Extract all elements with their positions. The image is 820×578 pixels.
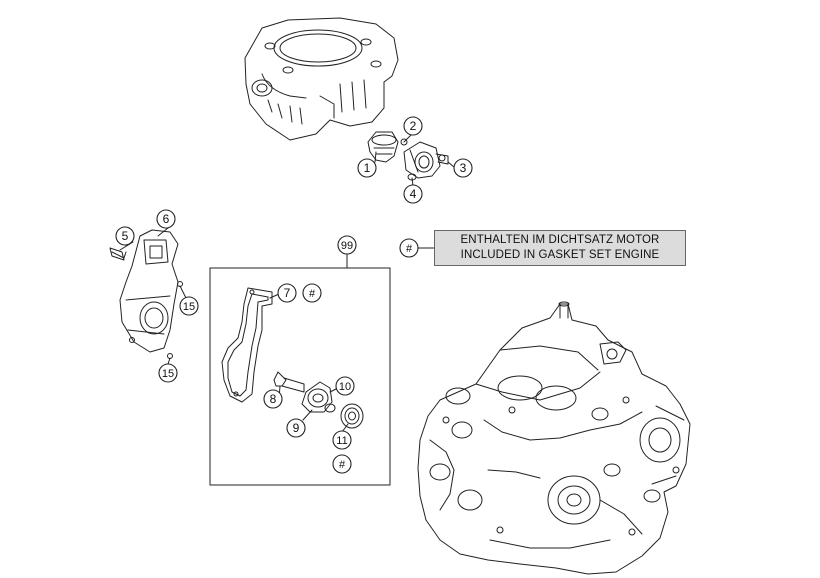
svg-text:4: 4 <box>410 187 417 201</box>
pump-shaft-drawing <box>273 371 364 429</box>
callout-2: 2 <box>403 116 423 136</box>
svg-text:6: 6 <box>163 212 170 226</box>
svg-text:15: 15 <box>162 368 174 380</box>
kit-box <box>209 253 391 486</box>
callout-8: 8 <box>263 389 283 409</box>
svg-text:1: 1 <box>364 161 371 175</box>
callout-15-upper: 15 <box>179 296 199 316</box>
callout-3: 3 <box>453 158 473 178</box>
legend-box: ENTHALTEN IM DICHTSATZ MOTOR INCLUDED IN… <box>434 230 686 266</box>
svg-text:5: 5 <box>122 229 129 243</box>
engine-drawing <box>417 301 691 575</box>
callout-11: 11 <box>332 430 352 450</box>
svg-text:11: 11 <box>336 435 347 447</box>
legend-line-german: ENTHALTEN IM DICHTSATZ MOTOR <box>460 234 660 246</box>
svg-text:#: # <box>309 288 316 300</box>
svg-text:9: 9 <box>293 421 300 435</box>
gasket-drawing <box>221 287 273 403</box>
callout-hash-7: # <box>302 283 322 303</box>
svg-text:7: 7 <box>284 286 291 300</box>
callout-9: 9 <box>286 418 306 438</box>
svg-text:99: 99 <box>341 240 353 252</box>
callout-7: 7 <box>277 283 297 303</box>
svg-text:15: 15 <box>183 301 195 313</box>
cylinder-drawing <box>244 17 399 141</box>
thermostat-drawing <box>367 131 449 181</box>
svg-text:10: 10 <box>339 381 351 393</box>
callout-1: 1 <box>357 158 377 178</box>
callout-10: 10 <box>335 376 355 396</box>
callout-4: 4 <box>403 184 423 204</box>
callout-hash-11: # <box>332 454 352 474</box>
legend-line-english: INCLUDED IN GASKET SET ENGINE <box>460 249 660 261</box>
callout-6: 6 <box>156 209 176 229</box>
legend-hash-symbol: # <box>399 238 419 258</box>
svg-text:2: 2 <box>410 119 417 133</box>
svg-text:#: # <box>339 459 346 471</box>
callout-15-lower: 15 <box>158 363 178 383</box>
svg-text:#: # <box>406 243 413 255</box>
svg-text:3: 3 <box>460 161 467 175</box>
callout-99: 99 <box>337 235 357 255</box>
callout-5: 5 <box>115 226 135 246</box>
svg-text:8: 8 <box>270 392 277 406</box>
